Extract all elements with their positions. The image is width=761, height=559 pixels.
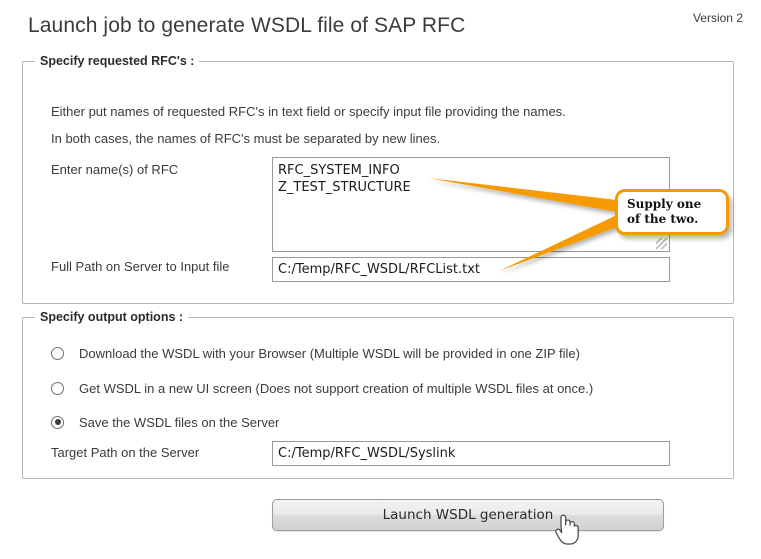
radio-label-save-on-server: Save the WSDL files on the Server: [79, 414, 280, 430]
output-section-legend: Specify output options :: [35, 310, 189, 324]
input-file-path-field[interactable]: [272, 257, 670, 282]
radio-option-save-on-server[interactable]: Save the WSDL files on the Server: [51, 413, 279, 431]
launch-wsdl-generation-button[interactable]: Launch WSDL generation: [272, 499, 664, 531]
annotation-callout-text: Supply one of the two.: [627, 197, 702, 226]
radio-option-download-browser[interactable]: Download the WSDL with your Browser (Mul…: [51, 344, 580, 362]
annotation-callout: Supply one of the two.: [615, 189, 729, 235]
radio-icon-new-ui-screen[interactable]: [51, 381, 64, 395]
input-file-label: Full Path on Server to Input file: [51, 259, 230, 274]
rfc-section-legend: Specify requested RFC's :: [35, 54, 200, 68]
radio-icon-download-browser[interactable]: [51, 346, 64, 360]
radio-option-new-ui-screen[interactable]: Get WSDL in a new UI screen (Does not su…: [51, 379, 593, 397]
target-path-field[interactable]: [272, 441, 670, 466]
output-section: Specify output options :: [22, 310, 734, 479]
rfc-info-line-1: Either put names of requested RFC's in t…: [51, 104, 566, 119]
radio-label-download-browser: Download the WSDL with your Browser (Mul…: [79, 345, 580, 361]
version-label: Version 2: [692, 11, 743, 25]
rfc-names-label: Enter name(s) of RFC: [51, 162, 179, 177]
textarea-resize-grip[interactable]: [656, 238, 667, 249]
radio-label-new-ui-screen: Get WSDL in a new UI screen (Does not su…: [79, 380, 594, 396]
target-path-label: Target Path on the Server: [51, 445, 200, 460]
rfc-info-line-2: In both cases, the names of RFC's must b…: [51, 131, 441, 146]
page-title: Launch job to generate WSDL file of SAP …: [28, 14, 466, 37]
rfc-names-textarea[interactable]: [272, 157, 670, 252]
rfc-section: Specify requested RFC's :: [22, 54, 734, 304]
radio-icon-save-on-server[interactable]: [51, 415, 64, 429]
